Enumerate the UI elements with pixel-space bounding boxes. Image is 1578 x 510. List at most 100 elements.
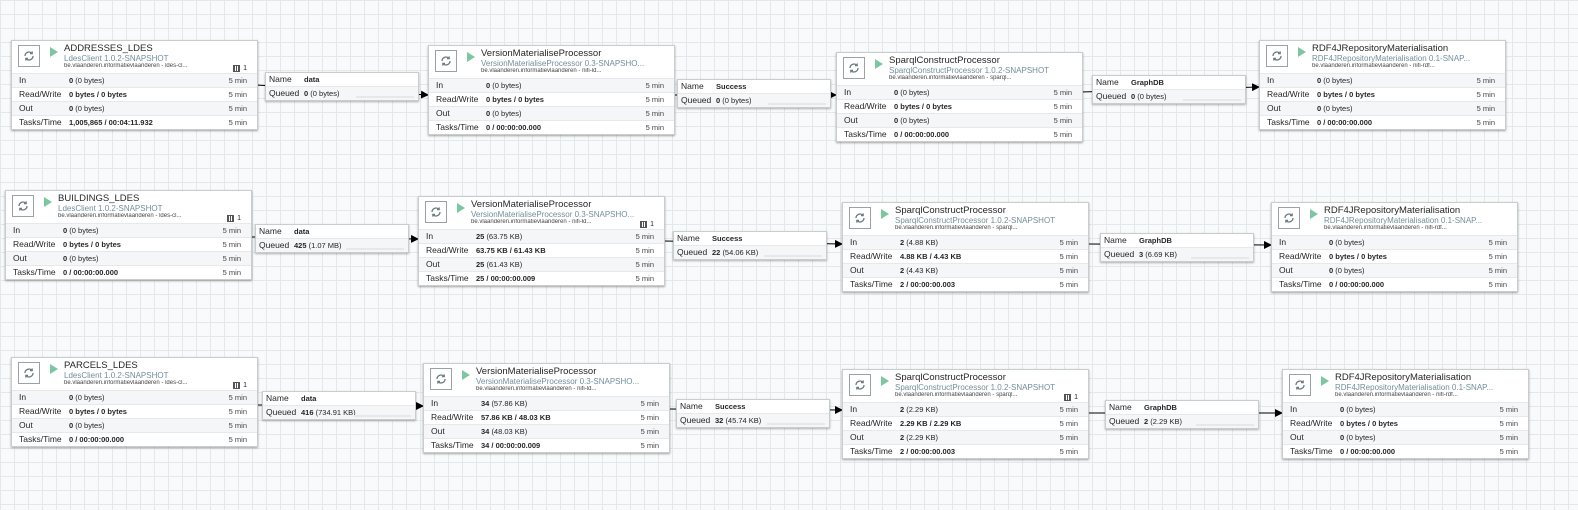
queued-size: (0 bytes)	[310, 89, 340, 98]
processor-icon	[430, 368, 452, 390]
processor-9[interactable]: PARCELS_LDES LdesClient 1.0.2-SNAPSHOT b…	[11, 357, 258, 447]
processor-icon	[1289, 374, 1311, 396]
connection-queued-value: 0 (0 bytes)	[304, 87, 339, 100]
stat-window: 5 min	[222, 226, 241, 235]
processor-12[interactable]: RDF4JRepositoryMaterialisation RDF4JRepo…	[1282, 369, 1529, 459]
processor-icon	[12, 195, 34, 217]
stat-value-in: 2 (4.88 KB)	[900, 236, 938, 249]
in-count: 0	[486, 81, 491, 90]
connection-name-label: Name	[680, 401, 703, 411]
processor-bundle: be.vlaanderen.informatievlaanderen - nif…	[476, 386, 597, 392]
processor-7[interactable]: SparqlConstructProcessor SparqlConstruct…	[842, 202, 1089, 292]
stat-row-tasks-time: Tasks/Time 34 / 00:00:00.009 5 min	[424, 438, 669, 452]
queue-backpressure-bar	[767, 423, 825, 425]
stat-window: 5 min	[640, 413, 659, 422]
stat-row-read-write: Read/Write 0 bytes / 0 bytes 5 min	[12, 404, 257, 418]
processor-icon	[1278, 207, 1300, 229]
stat-label-in: In	[19, 392, 27, 402]
connection-name-label: Name	[269, 74, 292, 84]
connection-label-5[interactable]: Name Success Queued 22 (54.06 KB)	[673, 231, 827, 260]
active-thread-count: 1	[243, 382, 247, 389]
processor-2[interactable]: VersionMaterialiseProcessor VersionMater…	[428, 45, 675, 135]
stat-label-tasks-time: Tasks/Time	[1279, 279, 1322, 289]
processor-5[interactable]: BUILDINGS_LDES LdesClient 1.0.2-SNAPSHOT…	[5, 190, 252, 280]
stat-row-read-write: Read/Write 0 bytes / 0 bytes 5 min	[429, 92, 674, 106]
stat-window: 5 min	[635, 274, 654, 283]
play-icon	[467, 52, 475, 62]
out-count: 25	[476, 260, 485, 269]
stat-row-read-write: Read/Write 0 bytes / 0 bytes 5 min	[1283, 416, 1528, 430]
connection-name-label: Name	[259, 226, 282, 236]
processor-name: RDF4JRepositoryMaterialisation	[1324, 205, 1461, 216]
processor-6[interactable]: VersionMaterialiseProcessor VersionMater…	[418, 196, 665, 286]
stat-row-in: In 0 (0 bytes) 5 min	[429, 78, 674, 92]
stat-value-out: 2 (4.43 KB)	[900, 264, 938, 277]
connection-name: data	[304, 75, 320, 84]
stat-label-in: In	[1290, 404, 1298, 414]
processor-bundle: be.vlaanderen.informatievlaanderen - nif…	[1335, 392, 1458, 398]
stat-label-tasks-time: Tasks/Time	[436, 122, 479, 132]
processor-11[interactable]: SparqlConstructProcessor SparqlConstruct…	[842, 369, 1089, 459]
stat-label-in: In	[426, 231, 434, 241]
stat-label-read-write: Read/Write	[850, 251, 893, 261]
processor-bundle: be.vlaanderen.informatievlaanderen - lde…	[58, 213, 182, 219]
stat-value-out: 34 (48.03 KB)	[481, 425, 527, 438]
connection-queued-row: Queued 32 (45.74 KB)	[677, 413, 829, 427]
connection-queued-label: Queued	[266, 407, 297, 417]
processor-bundle: be.vlaanderen.informatievlaanderen - nif…	[481, 68, 602, 74]
out-count: 0	[1329, 266, 1334, 275]
connection-label-8[interactable]: Name Success Queued 32 (45.74 KB)	[676, 399, 830, 428]
play-icon	[44, 197, 52, 207]
stat-label-in: In	[19, 75, 27, 85]
stat-label-out: Out	[426, 259, 440, 269]
stat-window: 5 min	[228, 407, 247, 416]
stat-row-tasks-time: Tasks/Time 2 / 00:00:00.003 5 min	[843, 277, 1088, 291]
play-icon	[1298, 47, 1306, 57]
stat-window: 5 min	[645, 95, 664, 104]
play-icon	[462, 370, 470, 380]
connection-queued-row: Queued 416 (734.91 KB)	[263, 405, 415, 419]
processor-1[interactable]: ADDRESSES_LDES LdesClient 1.0.2-SNAPSHOT…	[11, 40, 258, 130]
stat-label-out: Out	[850, 265, 864, 275]
connection-label-1[interactable]: Name data Queued 0 (0 bytes)	[265, 72, 419, 101]
connection-queued-row: Queued 2 (2.29 KB)	[1106, 414, 1258, 428]
processor-name: VersionMaterialiseProcessor	[481, 48, 602, 59]
processor-4[interactable]: RDF4JRepositoryMaterialisation RDF4JRepo…	[1259, 40, 1506, 130]
stat-row-read-write: Read/Write 2.29 KB / 2.29 KB 5 min	[843, 416, 1088, 430]
play-icon	[875, 59, 883, 69]
stat-value-out: 0 (0 bytes)	[1329, 264, 1364, 277]
connection-queued-value: 0 (0 bytes)	[716, 94, 751, 107]
stat-row-out: Out 0 (0 bytes) 5 min	[12, 418, 257, 432]
processor-3[interactable]: SparqlConstructProcessor SparqlConstruct…	[836, 52, 1083, 142]
tasks-time-value: 0 / 00:00:00.000	[1340, 447, 1396, 456]
connection-label-3[interactable]: Name GraphDB Queued 0 (0 bytes)	[1092, 75, 1246, 104]
out-size: (0 bytes)	[492, 109, 522, 118]
processor-bundle: be.vlaanderen.informatievlaanderen - lde…	[64, 63, 188, 69]
stat-window: 5 min	[1476, 76, 1495, 85]
in-count: 0	[1340, 405, 1345, 414]
processor-name: SparqlConstructProcessor	[895, 372, 1006, 383]
stat-value-out: 2 (2.29 KB)	[900, 431, 938, 444]
queue-backpressure-bar	[353, 415, 411, 417]
in-count: 0	[69, 76, 74, 85]
stat-value-out: 0 (0 bytes)	[69, 419, 104, 432]
connection-label-9[interactable]: Name GraphDB Queued 2 (2.29 KB)	[1105, 400, 1259, 429]
out-size: (0 bytes)	[1323, 104, 1353, 113]
connection-name: data	[301, 394, 317, 403]
connection-label-6[interactable]: Name GraphDB Queued 3 (6.69 KB)	[1100, 233, 1254, 262]
stat-label-read-write: Read/Write	[844, 101, 887, 111]
thread-icon	[227, 215, 235, 222]
processor-type: LdesClient 1.0.2-SNAPSHOT	[58, 204, 163, 213]
stat-window: 5 min	[1053, 130, 1072, 139]
read-write-value: 0 bytes / 0 bytes	[69, 407, 127, 416]
connection-label-4[interactable]: Name data Queued 425 (1.07 MB)	[255, 224, 409, 253]
processor-type: VersionMaterialiseProcessor 0.3-SNAPSHO.…	[481, 59, 645, 68]
processor-10[interactable]: VersionMaterialiseProcessor VersionMater…	[423, 363, 670, 453]
connection-label-2[interactable]: Name Success Queued 0 (0 bytes)	[677, 79, 831, 108]
processor-8[interactable]: RDF4JRepositoryMaterialisation RDF4JRepo…	[1271, 202, 1518, 292]
processor-icon	[18, 45, 40, 67]
connection-name: Success	[716, 82, 747, 91]
connection-label-7[interactable]: Name data Queued 416 (734.91 KB)	[262, 391, 416, 420]
stat-value-read-write: 63.75 KB / 61.43 KB	[476, 244, 546, 257]
